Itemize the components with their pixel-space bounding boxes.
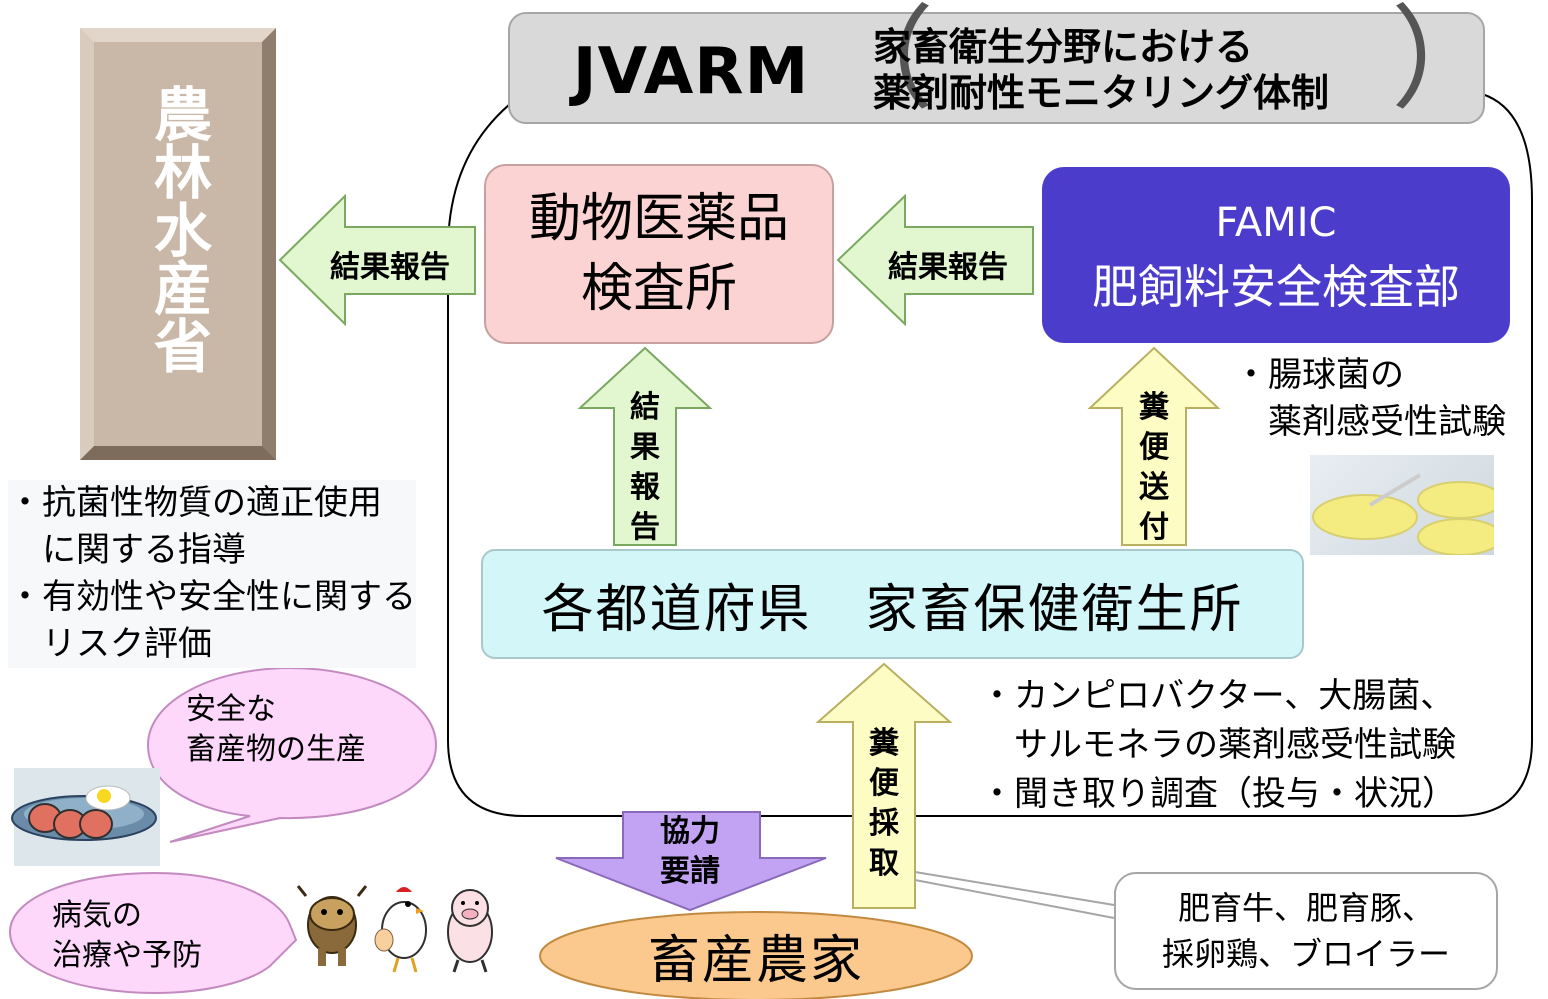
chicken-icon <box>374 887 427 973</box>
arrow-feces-collect <box>815 662 953 909</box>
ministry-label: 農林水産省 <box>144 84 212 374</box>
famic-line2: 肥飼料安全検査部 <box>1092 260 1460 314</box>
bubble-safe-food-shape <box>146 666 438 843</box>
bubble-disease: 病気の 治療や予防 <box>52 896 202 976</box>
famic-box: FAMIC 肥飼料安全検査部 <box>1042 167 1510 343</box>
petri-dish-image <box>1310 455 1494 555</box>
bubble-line: 畜産物の生産 <box>186 732 366 767</box>
label-report-up-char: 告 <box>630 510 660 545</box>
label-cooperation: 協力 要請 <box>650 812 730 892</box>
label-feces-send-char: 糞 <box>1139 390 1169 425</box>
bubble-safe-food: 安全な 畜産物の生産 <box>186 690 366 770</box>
label-cooperation-line: 要請 <box>660 854 720 889</box>
bubble-line: 治療や予防 <box>52 938 202 973</box>
banner-paren-open: （ <box>822 0 934 125</box>
jvarm-frame <box>447 93 1533 817</box>
food-plate-image <box>11 768 160 866</box>
note-line: ・抗菌性物質の適正使用 <box>8 483 382 523</box>
arrow-cooperation <box>555 811 827 912</box>
bubble-disease-shape <box>8 871 298 995</box>
arrow-report-to-ministry <box>278 193 476 327</box>
nval-box: 動物医薬品 検査所 <box>484 164 834 344</box>
label-report-up: 結 果 報 告 <box>628 388 662 548</box>
note-line: ・聞き取り調査（投与・状況） <box>980 774 1456 814</box>
note-line: ・腸球菌の <box>1234 355 1404 395</box>
label-feces-collect-char: 取 <box>869 846 899 881</box>
nval-line2: 検査所 <box>580 259 737 319</box>
banner-title: JVARM <box>572 35 810 109</box>
label-report-to-ministry: 結果報告 <box>330 250 450 285</box>
note-line: サルモネラの薬剤感受性試験 <box>980 725 1456 765</box>
note-line: ・カンピロバクター、大腸菌、 <box>980 676 1455 716</box>
pig-icon <box>447 889 493 973</box>
banner-paren-close: ） <box>1391 0 1503 125</box>
note-line: に関する指導 <box>8 530 246 570</box>
note-line: ・有効性や安全性に関する <box>8 577 416 617</box>
famic-line1: FAMIC <box>1215 200 1337 246</box>
arrow-feces-send <box>1087 346 1221 546</box>
label-report-up-char: 報 <box>630 470 660 505</box>
label-feces-send-char: 便 <box>1139 430 1169 465</box>
ministry-pillar <box>80 28 276 460</box>
banner-subtitle-line2: 薬剤耐性モニタリング体制 <box>873 71 1330 115</box>
note-ministry-roles: ・抗菌性物質の適正使用 に関する指導 ・有効性や安全性に関する リスク評価 <box>8 480 416 668</box>
label-feces-collect-char: 糞 <box>869 726 899 761</box>
note-prefecture-tests: ・カンピロバクター、大腸菌、 サルモネラの薬剤感受性試験 ・聞き取り調査（投与・… <box>980 672 1456 819</box>
label-report-up-char: 結 <box>630 390 660 425</box>
jvarm-banner <box>508 12 1485 124</box>
note-famic-test: ・腸球菌の 薬剤感受性試験 <box>1234 352 1506 446</box>
note-line: リスク評価 <box>8 624 212 664</box>
note-line: 薬剤感受性試験 <box>1234 402 1506 442</box>
nval-line1: 動物医薬品 <box>528 189 789 249</box>
label-feces-collect-char: 便 <box>869 766 899 801</box>
label-report-up-char: 果 <box>630 430 660 465</box>
banner-subtitle-line1: 家畜衛生分野における <box>873 25 1254 69</box>
bubble-line: 安全な <box>186 692 276 727</box>
prefecture-box: 各都道府県 家畜保健衛生所 <box>481 549 1304 659</box>
farm-ellipse <box>539 911 973 999</box>
callout-line: 肥育牛、肥育豚、 <box>1177 889 1434 927</box>
arrow-report-to-nval <box>836 193 1034 327</box>
label-feces-send-char: 付 <box>1139 510 1169 545</box>
callout-line: 採卵鶏、ブロイラー <box>1161 935 1450 973</box>
ministry-label-wrap: 農林水産省 <box>80 84 276 374</box>
bubble-line: 病気の <box>52 898 142 933</box>
livestock-callout: 肥育牛、肥育豚、 採卵鶏、ブロイラー <box>1114 872 1498 990</box>
label-feces-collect-char: 採 <box>869 806 899 841</box>
arrow-report-up <box>577 346 713 546</box>
label-cooperation-line: 協力 <box>660 814 720 849</box>
label-feces-collect: 糞 便 採 取 <box>867 724 901 884</box>
label-feces-send-char: 送 <box>1139 470 1169 505</box>
label-report-to-nval: 結果報告 <box>888 250 1008 285</box>
label-feces-send: 糞 便 送 付 <box>1137 388 1171 548</box>
farm-label: 畜産農家 <box>647 930 864 991</box>
cow-icon <box>296 885 368 966</box>
banner-subtitle: 家畜衛生分野における 薬剤耐性モニタリング体制 <box>873 24 1329 116</box>
